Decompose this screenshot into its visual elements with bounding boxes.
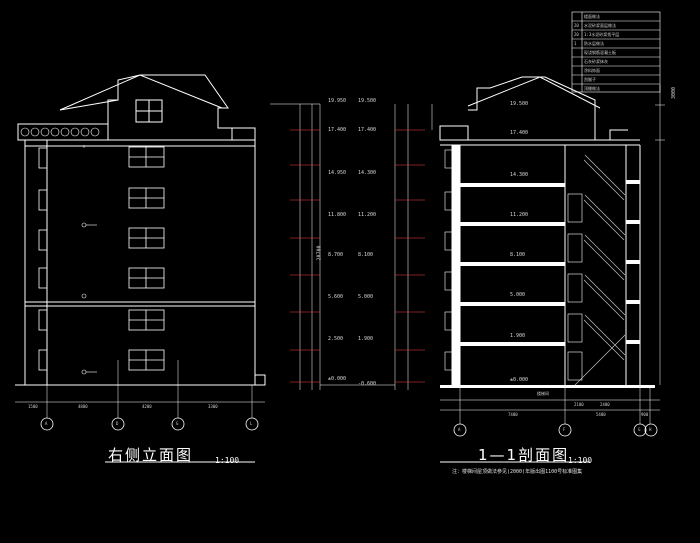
section-1-1 [439, 76, 665, 463]
elevation-mark: 17.400 [328, 127, 347, 133]
elevation-mark: 2.500 [328, 336, 344, 342]
elevation-mark: 14.300 [358, 170, 377, 176]
section-elevation: 14.300 [510, 172, 529, 178]
axis-label: F [563, 427, 566, 432]
legend-table [571, 11, 661, 93]
elevation-mark: 8.100 [358, 252, 374, 258]
legend-text: 楼面做法 [584, 14, 600, 19]
dimension-text: 5400 [596, 412, 606, 417]
elevation-mark: 19.950 [328, 98, 347, 104]
right-drawing-title: 1—1剖面图 [478, 446, 570, 464]
legend-text: 水泥砂浆面层做法 [584, 23, 616, 28]
stair-label: 楼梯间 [537, 391, 549, 396]
dimension-text: 7400 [508, 412, 518, 417]
section-elevation: 8.100 [510, 252, 526, 258]
right-side-elevation [15, 74, 266, 463]
axis-label: G [176, 421, 179, 426]
axis-label: G [638, 427, 641, 432]
right-height-dim: 3000 [671, 86, 678, 100]
dimension-text: 4800 [78, 404, 88, 409]
roof-cornice [231, 127, 256, 141]
section-elevation: 19.500 [510, 101, 529, 107]
section-elevation: 5.000 [510, 292, 526, 298]
elevation-mark: 19.500 [358, 98, 377, 104]
elevation-mark: 5.600 [328, 294, 344, 300]
dimension-text: 3300 [208, 404, 218, 409]
elevation-mark: ±0.000 [328, 376, 347, 382]
roof-outline [107, 74, 256, 140]
elevation-mark: 17.400 [358, 127, 377, 133]
roof-parapet [17, 123, 109, 141]
legend-num: 20 [574, 32, 579, 37]
legend-text: 顶棚做法 [584, 86, 600, 91]
floor-slabs [440, 183, 655, 388]
total-height-dim: 20700 [316, 245, 323, 261]
axis-label: A [458, 427, 461, 432]
staircase [574, 154, 626, 386]
dimension-text: 1500 [28, 404, 38, 409]
axis-label: L [250, 421, 253, 426]
legend-text: 1:3水泥砂浆找平层 [584, 32, 620, 37]
section-note: 注：楼梯间屋顶做法参见(2000)年版出图1100号标准图集 [452, 469, 583, 475]
section-elevation: ±0.000 [510, 377, 529, 383]
section-elevation: 1.900 [510, 333, 526, 339]
legend-num: 1 [574, 41, 577, 46]
elevation-mark: 8.700 [328, 252, 344, 258]
axis-label: H [649, 427, 652, 432]
dimension-text: 2400 [600, 402, 610, 407]
legend-num: 20 [574, 23, 579, 28]
dimension-text: 2100 [574, 402, 584, 407]
dimension-text: 4200 [142, 404, 152, 409]
axis-label: A [45, 421, 48, 426]
section-elevation: 11.200 [510, 212, 529, 218]
dimension-column [270, 103, 433, 390]
elevation-mark: 5.000 [358, 294, 374, 300]
elevation-mark: 11.800 [328, 212, 347, 218]
legend-text: 防水层做法 [584, 41, 604, 46]
elevation-windows [128, 146, 165, 371]
left-drawing-title: 右侧立面图 [108, 446, 194, 464]
legend-text: 石灰砂浆抹灰 [584, 59, 608, 64]
legend-text: 涂料饰面 [584, 68, 600, 73]
section-elevation: 17.400 [510, 130, 529, 136]
balcony-column [24, 139, 48, 386]
elevation-mark: 14.950 [328, 170, 347, 176]
elevation-mark: 1.900 [358, 336, 374, 342]
left-drawing-scale: 1:100 [215, 456, 240, 465]
elevation-mark: 11.200 [358, 212, 377, 218]
elevation-mark: -0.600 [358, 381, 377, 387]
right-drawing-scale: 1:100 [568, 456, 593, 465]
elevation-body [46, 139, 256, 386]
axis-bubbles-right [453, 423, 658, 437]
roof-gable [59, 74, 223, 111]
section-roof [468, 76, 628, 141]
legend-text: 现浇钢筋混凝土板 [584, 50, 616, 55]
legend-text: 刮腻子 [584, 77, 596, 82]
axis-bubbles-left [40, 417, 259, 431]
axis-label: D [116, 421, 119, 426]
dimension-text: 900 [641, 412, 649, 417]
